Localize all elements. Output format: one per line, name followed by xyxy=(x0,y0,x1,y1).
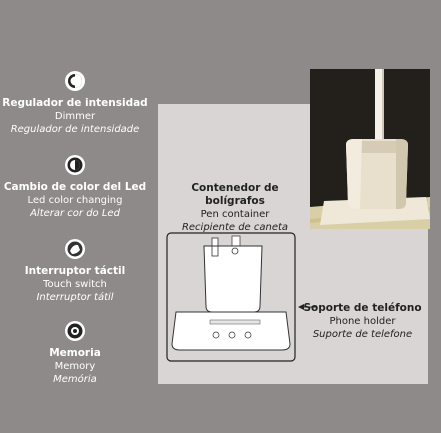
feature-dimmer-pt: Regulador de intensidade xyxy=(10,124,140,135)
feature-dimmer: Regulador de intensidad Dimmer Regulador… xyxy=(0,70,150,136)
pen-container-label: Contenedor de bolígrafos Pen container R… xyxy=(160,182,310,234)
feature-touch-switch-en: Touch switch xyxy=(43,279,107,290)
phone-holder-en: Phone holder xyxy=(329,316,396,327)
feature-memory-en: Memory xyxy=(54,361,96,372)
feature-touch-switch-pt: Interruptor tátil xyxy=(36,292,114,303)
lamp-base-illustration xyxy=(166,232,296,362)
pen-container-en: Pen container xyxy=(200,209,270,220)
phone-holder-pt: Suporte de telefone xyxy=(312,329,413,340)
pen-container-pt: Recipiente de caneta xyxy=(181,222,289,233)
feature-memory: Memoria Memory Memória xyxy=(0,320,150,386)
memory-icon xyxy=(65,321,85,341)
feature-dimmer-en: Dimmer xyxy=(54,111,96,122)
feature-touch-switch: Interruptor táctil Touch switch Interrup… xyxy=(0,238,150,304)
feature-dimmer-es: Regulador de intensidad xyxy=(2,97,148,109)
phone-holder-arrow xyxy=(298,304,316,310)
pen-container-es: Contenedor de bolígrafos xyxy=(191,182,279,207)
feature-memory-es: Memoria xyxy=(49,347,101,359)
phone-holder-es: Soporte de teléfono xyxy=(303,302,422,314)
feature-color-change-es: Cambio de color del Led xyxy=(3,181,147,193)
feature-memory-pt: Memória xyxy=(53,374,97,385)
color-change-icon xyxy=(65,155,85,175)
pen-container-photo xyxy=(310,69,430,229)
feature-color-change-en: Led color changing xyxy=(27,195,123,206)
touch-switch-icon xyxy=(65,239,85,259)
feature-touch-switch-es: Interruptor táctil xyxy=(24,265,126,277)
feature-color-change: Cambio de color del Led Led color changi… xyxy=(0,154,150,220)
phone-holder-label: Soporte de teléfono Phone holder Suporte… xyxy=(300,302,425,341)
feature-color-change-pt: Alterar cor do Led xyxy=(30,208,120,219)
dimmer-icon xyxy=(65,71,85,91)
